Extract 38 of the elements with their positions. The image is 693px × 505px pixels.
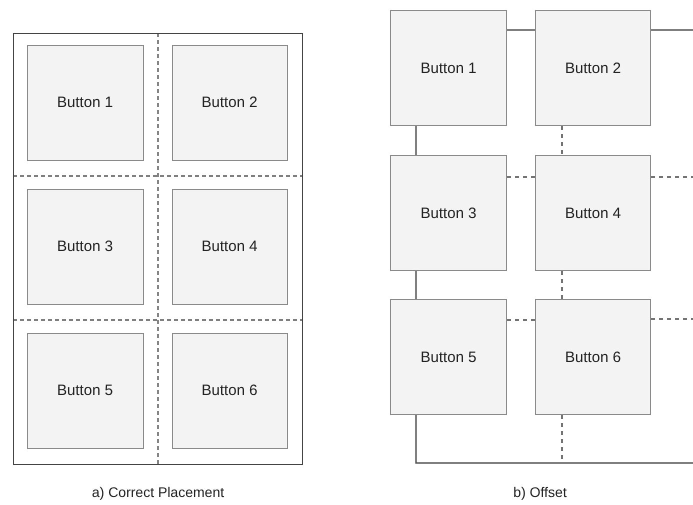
connector-line (561, 126, 563, 155)
button-box (26, 44, 144, 160)
button-box (535, 299, 651, 415)
panel-caption: a) Correct Placement (92, 484, 224, 500)
connector-line (415, 415, 693, 464)
connector-line (415, 126, 417, 155)
button-box (390, 299, 507, 415)
connector-line (651, 318, 693, 320)
button-label: Button 5 (420, 348, 476, 366)
button-label: Button 2 (202, 94, 258, 111)
button-box (535, 10, 651, 126)
connector-line (651, 176, 693, 178)
button-box (390, 155, 507, 271)
connector-line (651, 29, 693, 31)
button-box (26, 188, 144, 304)
connector-line (561, 271, 563, 299)
button-box (172, 44, 288, 160)
panel-frame (13, 33, 303, 465)
button-label: Button 4 (565, 204, 621, 222)
button-label: Button 2 (565, 60, 621, 76)
button-box (535, 155, 651, 271)
connector-line (507, 29, 535, 31)
button-label: Button 5 (57, 382, 113, 399)
button-box (390, 10, 507, 126)
connector-line (415, 271, 417, 299)
button-label: Button 3 (57, 238, 113, 255)
connector-line (507, 319, 535, 321)
connector-line (507, 176, 535, 178)
button-label: Button 3 (420, 204, 476, 222)
panel-caption: b) Offset (513, 484, 567, 500)
button-label: Button 6 (565, 348, 621, 366)
button-box (26, 332, 144, 448)
button-label: Button 4 (202, 238, 258, 255)
button-label: Button 1 (420, 60, 476, 76)
button-label: Button 6 (202, 382, 258, 399)
button-label: Button 1 (57, 94, 113, 111)
button-box (172, 188, 288, 304)
button-box (172, 332, 288, 448)
